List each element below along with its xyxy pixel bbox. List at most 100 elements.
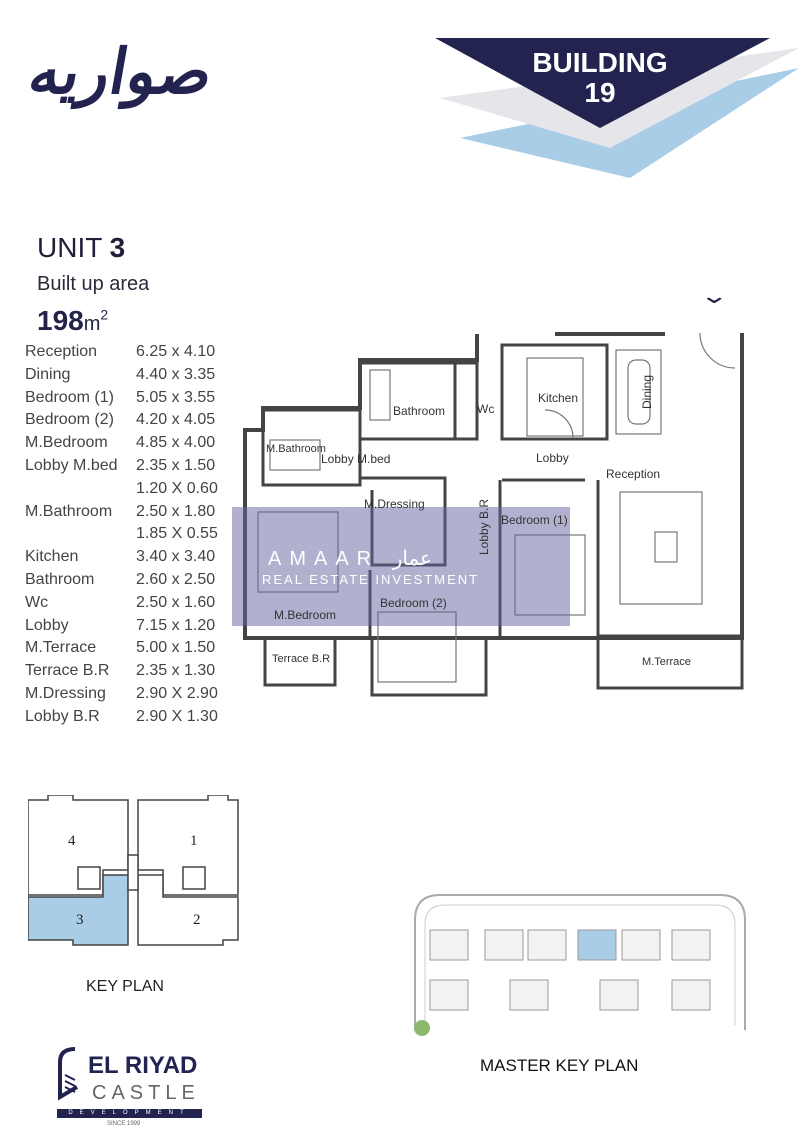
room-name: Bathroom bbox=[25, 570, 95, 588]
room-name: Terrace B.R bbox=[25, 662, 110, 680]
room-size: 3.40 x 3.40 bbox=[136, 548, 216, 566]
building-label: BUILDING 19 bbox=[500, 48, 700, 108]
room-size: 4.40 x 3.35 bbox=[136, 365, 216, 383]
building-text: BUILDING bbox=[532, 47, 668, 78]
room-name: Wc bbox=[25, 593, 49, 611]
developer-castle: CASTLE bbox=[92, 1082, 200, 1104]
key-unit-3: 3 bbox=[76, 912, 84, 928]
watermark-sub: REAL ESTATE INVESTMENT bbox=[262, 572, 480, 587]
room-label-m-terrace: M.Terrace bbox=[642, 656, 691, 668]
tree-icon bbox=[414, 1020, 430, 1036]
room-label-m-bedroom: M.Bedroom bbox=[274, 608, 337, 622]
room-size: 2.90 X 2.90 bbox=[136, 684, 218, 702]
room-name: Reception bbox=[25, 343, 98, 360]
room-name: Kitchen bbox=[25, 548, 79, 566]
building-banner bbox=[435, 38, 799, 178]
area-sup: 2 bbox=[100, 306, 109, 323]
watermark-arabic: عمار bbox=[392, 548, 432, 570]
built-up-area: 198m2 bbox=[37, 305, 108, 337]
key-plan bbox=[28, 795, 239, 946]
room-name: Lobby B.R bbox=[25, 707, 100, 725]
master-building bbox=[484, 929, 524, 961]
room-size: 2.50 x 1.80 bbox=[136, 502, 216, 520]
chevron-down-icon: ⌄ bbox=[699, 283, 729, 308]
watermark-brand-text: AMAAR bbox=[268, 548, 380, 570]
room-name: Lobby bbox=[25, 616, 69, 634]
building-number: 19 bbox=[584, 77, 616, 108]
developer-name: EL RIYAD bbox=[88, 1052, 198, 1079]
room-name: Dining bbox=[25, 365, 71, 383]
room-name: Bedroom (1) bbox=[25, 388, 114, 406]
room-label-lobby-mbed: Lobby M.bed bbox=[321, 452, 391, 466]
master-building bbox=[509, 979, 549, 1011]
floor-plan bbox=[243, 332, 744, 697]
dimension-row: Lobby B.R 2.90 X 1.30 bbox=[25, 708, 218, 731]
built-up-label: Built up area bbox=[37, 273, 150, 295]
dimension-row: Wc 2.50 x 1.60 bbox=[25, 594, 218, 617]
room-label-m-dressing: M.Dressing bbox=[364, 497, 425, 511]
master-building-highlighted bbox=[577, 929, 617, 961]
dimension-row: Lobby 7.15 x 1.20 bbox=[25, 617, 218, 640]
room-label-reception: Reception bbox=[606, 467, 661, 481]
area-unit: m bbox=[83, 313, 101, 335]
master-building bbox=[621, 929, 661, 961]
room-size: 5.00 x 1.50 bbox=[136, 639, 216, 657]
room-size: 5.05 x 3.55 bbox=[136, 388, 216, 406]
area-value: 198 bbox=[37, 305, 84, 336]
master-building bbox=[671, 979, 711, 1011]
room-name: Lobby M.bed bbox=[25, 456, 118, 474]
dimension-row: Reception 6.25 x 4.10 bbox=[25, 343, 218, 366]
unit-title: UNIT 3 bbox=[37, 232, 125, 264]
key-unit-1: 1 bbox=[190, 833, 198, 849]
key-plan-label: KEY PLAN bbox=[86, 978, 164, 995]
room-size: 1.85 X 0.55 bbox=[136, 525, 218, 543]
room-label-wc: Wc bbox=[477, 402, 495, 416]
room-name: Bedroom (2) bbox=[25, 411, 114, 429]
master-building bbox=[527, 929, 567, 961]
room-size: 1.20 X 0.60 bbox=[136, 479, 218, 497]
developer-development: DEVELOPMENT bbox=[57, 1109, 202, 1118]
master-building bbox=[429, 929, 469, 961]
key-unit-4: 4 bbox=[68, 833, 76, 849]
room-label-bedroom2: Bedroom (2) bbox=[380, 596, 447, 610]
dimension-row: Bathroom 2.60 x 2.50 bbox=[25, 571, 218, 594]
dimension-row: 1.20 X 0.60 bbox=[25, 480, 218, 503]
room-name: M.Bedroom bbox=[25, 434, 108, 452]
room-label-m-bathroom: M.Bathroom bbox=[266, 443, 326, 455]
room-size: 2.35 x 1.30 bbox=[136, 662, 216, 680]
room-size: 7.15 x 1.20 bbox=[136, 616, 216, 634]
master-key-plan bbox=[414, 894, 746, 1036]
watermark-band bbox=[232, 507, 570, 626]
dimension-row: M.Terrace 5.00 x 1.50 bbox=[25, 639, 218, 662]
room-label-terrace-br: Terrace B.R bbox=[272, 653, 331, 665]
room-size: 4.20 x 4.05 bbox=[136, 411, 216, 429]
master-key-plan-label: MASTER KEY PLAN bbox=[480, 1056, 639, 1075]
room-name: M.Terrace bbox=[25, 639, 97, 657]
room-label-kitchen: Kitchen bbox=[538, 391, 579, 405]
master-building bbox=[429, 979, 469, 1011]
room-size: 6.25 x 4.10 bbox=[136, 343, 216, 360]
dimension-row: Bedroom (1) 5.05 x 3.55 bbox=[25, 389, 218, 412]
watermark-brand: AMAAR عمار bbox=[268, 546, 432, 571]
room-label-lobby-br: Lobby B.R bbox=[477, 498, 492, 556]
dimension-row: Bedroom (2) 4.20 x 4.05 bbox=[25, 411, 218, 434]
room-size: 2.60 x 2.50 bbox=[136, 570, 216, 588]
dimension-row: M.Dressing 2.90 X 2.90 bbox=[25, 685, 218, 708]
dimension-row: Dining 4.40 x 3.35 bbox=[25, 366, 218, 389]
room-label-bathroom: Bathroom bbox=[393, 404, 446, 418]
room-size: 2.90 X 1.30 bbox=[136, 707, 218, 725]
dimension-row: Terrace B.R 2.35 x 1.30 bbox=[25, 662, 218, 685]
room-size: 2.35 x 1.50 bbox=[136, 456, 216, 474]
dimension-row: Lobby M.bed 2.35 x 1.50 bbox=[25, 457, 218, 480]
room-label-lobby: Lobby bbox=[536, 451, 569, 465]
dimension-row: Kitchen 3.40 x 3.40 bbox=[25, 548, 218, 571]
room-size: 2.50 x 1.60 bbox=[136, 593, 216, 611]
dimension-row: 1.85 X 0.55 bbox=[25, 525, 218, 548]
room-label-bedroom1: Bedroom (1) bbox=[501, 513, 568, 527]
key-unit-2: 2 bbox=[193, 912, 201, 928]
developer-logo-icon bbox=[58, 1047, 79, 1101]
room-name: M.Dressing bbox=[25, 684, 106, 702]
unit-label: UNIT bbox=[37, 232, 102, 263]
unit-number: 3 bbox=[109, 232, 126, 263]
